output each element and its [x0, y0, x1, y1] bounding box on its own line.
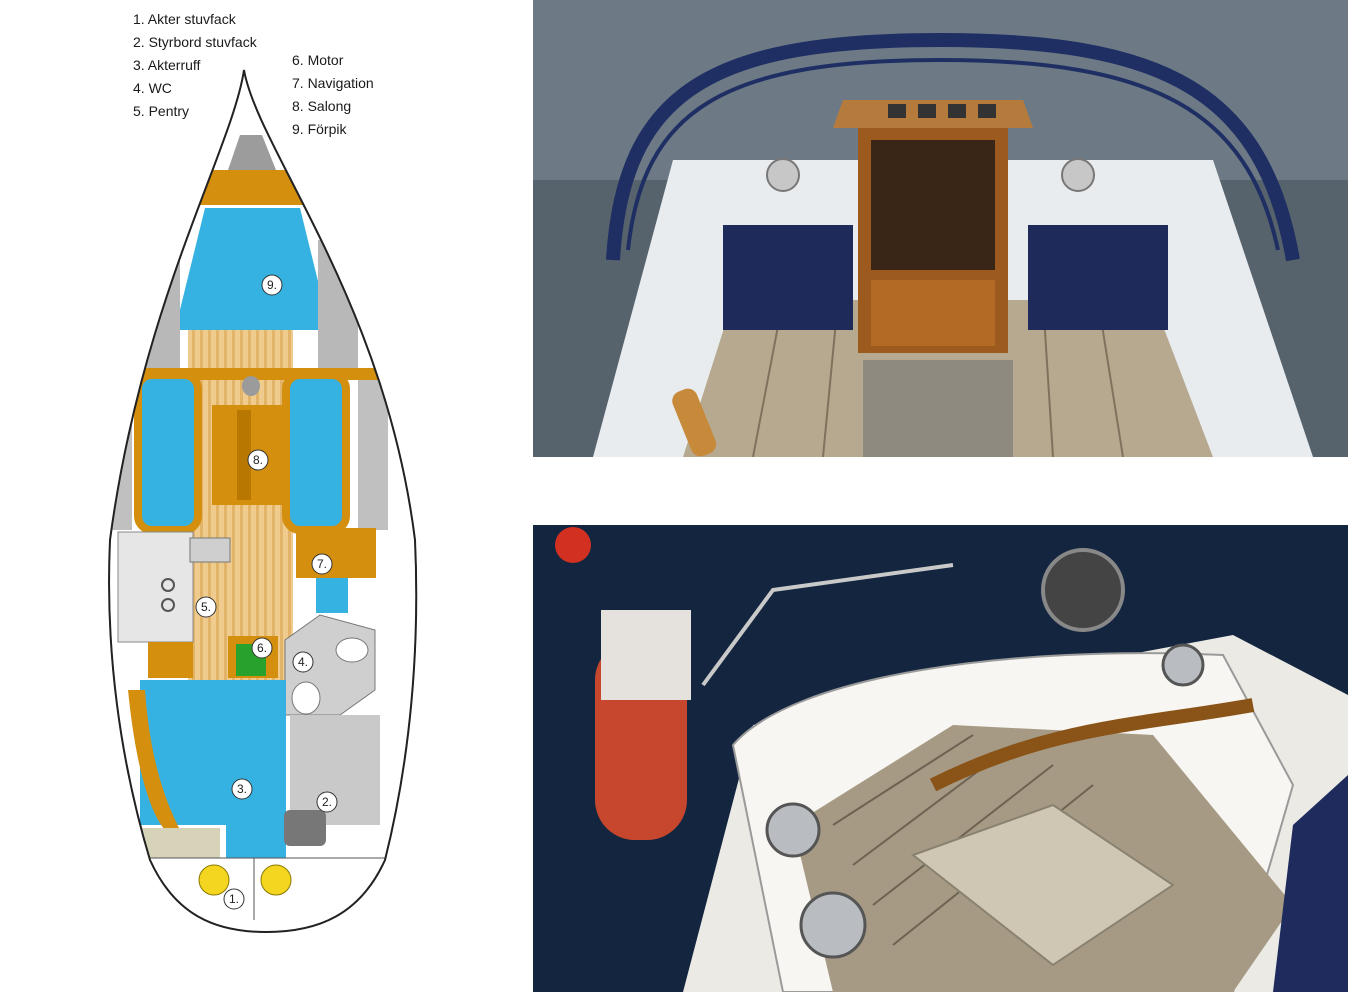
galley-counter [117, 531, 194, 643]
forepeak-shelf-starboard [318, 240, 358, 370]
stove-burner-1 [161, 578, 175, 592]
legend-item-3: 3. Akterruff [133, 57, 201, 73]
svg-text:4.: 4. [298, 655, 308, 669]
svg-text:7.: 7. [317, 557, 327, 571]
legend-left: 1. Akter stuvfack 2. Styrbord stuvfack 3… [133, 8, 257, 123]
svg-text:9.: 9. [267, 278, 277, 292]
aft-cabin-berth-center [226, 680, 286, 860]
aft-locker-base [140, 828, 220, 858]
marker-7: 7. [311, 553, 333, 575]
marker-1: 1. [223, 888, 245, 910]
marker-8: 8. [247, 449, 269, 471]
marker-9: 9. [261, 274, 283, 296]
svg-text:2.: 2. [322, 795, 332, 809]
forward-bulkhead [150, 170, 400, 205]
mast [242, 376, 260, 396]
boat-floor-plan: 9. 8. 7. 5. 6. 4. 3. 2. 1. [108, 69, 418, 934]
navigation-seat [316, 578, 348, 613]
aft-cabin-edge [128, 690, 180, 830]
legend-item-8: 8. Salong [292, 98, 352, 114]
forepeak-berth [175, 208, 330, 330]
svg-text:1.: 1. [229, 892, 239, 906]
salon-sofa-port [134, 371, 202, 534]
hull-locker-starboard [358, 380, 388, 530]
salon-table-leaf [237, 410, 251, 500]
aft-deck-illustration [533, 525, 1348, 992]
navigation-table [296, 528, 376, 578]
svg-text:3.: 3. [237, 782, 247, 796]
wc-basin [335, 637, 369, 663]
marker-5: 5. [195, 596, 217, 618]
bow-locker [228, 135, 276, 170]
svg-text:6.: 6. [257, 641, 267, 655]
svg-text:8.: 8. [253, 453, 263, 467]
legend-item-7: 7. Navigation [292, 75, 374, 91]
legend-item-2: 2. Styrbord stuvfack [133, 34, 257, 50]
marker-3: 3. [231, 778, 253, 800]
salon-sofa-starboard [282, 371, 350, 534]
legend-item-1: 1. Akter stuvfack [133, 11, 236, 27]
legend-right: 6. Motor 7. Navigation 8. Salong 9. Förp… [292, 49, 374, 141]
galley-sink [189, 537, 231, 563]
gas-bottles [284, 810, 326, 846]
legend-item-5: 5. Pentry [133, 103, 190, 119]
wc-toilet [291, 681, 321, 715]
svg-text:5.: 5. [201, 600, 211, 614]
stove-burner-2 [161, 598, 175, 612]
cockpit-illustration [533, 0, 1348, 457]
galley-bulkhead [148, 642, 193, 678]
legend-item-4: 4. WC [133, 80, 172, 96]
marker-4: 4. [292, 651, 314, 673]
cockpit-photo [533, 0, 1348, 457]
legend-item-9: 9. Förpik [292, 121, 347, 137]
marker-2: 2. [316, 791, 338, 813]
forepeak-shelf-port [140, 240, 180, 370]
marker-6: 6. [251, 637, 273, 659]
aft-locker-item-starboard [260, 864, 292, 896]
hull-stroke [108, 69, 418, 934]
aft-locker-item-port [198, 864, 230, 896]
aft-deck-photo [533, 525, 1348, 992]
legend-item-6: 6. Motor [292, 52, 344, 68]
hull-locker-port [110, 380, 132, 530]
